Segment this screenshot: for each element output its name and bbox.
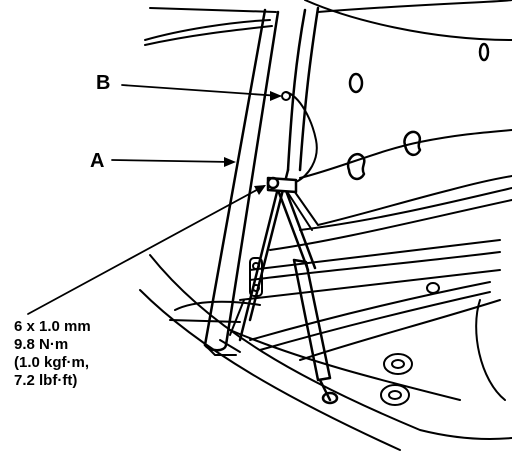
engine-bay-members xyxy=(169,239,501,361)
windshield-outline xyxy=(144,0,512,46)
torque-lbfft: 7.2 lbf·ft) xyxy=(14,372,78,389)
hood-bracket xyxy=(229,257,263,336)
hood-holes xyxy=(346,42,490,181)
hood-inner-panel xyxy=(269,0,512,251)
callout-b: B xyxy=(96,72,111,94)
torque-spec: 6 x 1.0 mm 9.8 N·m (1.0 kgf·m, 7.2 lbf·f… xyxy=(14,318,91,390)
leader-lines xyxy=(27,84,281,315)
hood-support-strut xyxy=(266,176,339,405)
arrowhead-a xyxy=(224,157,236,167)
leader-line-a xyxy=(111,159,233,163)
torque-bolt-size: 6 x 1.0 mm xyxy=(14,318,91,335)
torque-nm: 9.8 N·m xyxy=(14,336,69,353)
leader-line-b xyxy=(121,84,281,97)
arrowhead-b xyxy=(270,91,282,101)
leader-arrowheads xyxy=(224,91,282,195)
leader-line-torque xyxy=(27,185,265,315)
torque-kgfm: (1.0 kgf·m, xyxy=(14,354,90,371)
hood-lower-edge xyxy=(139,254,512,451)
lower-hinge xyxy=(204,339,241,356)
callout-a: A xyxy=(90,150,105,172)
arrowhead-torque xyxy=(254,185,266,195)
